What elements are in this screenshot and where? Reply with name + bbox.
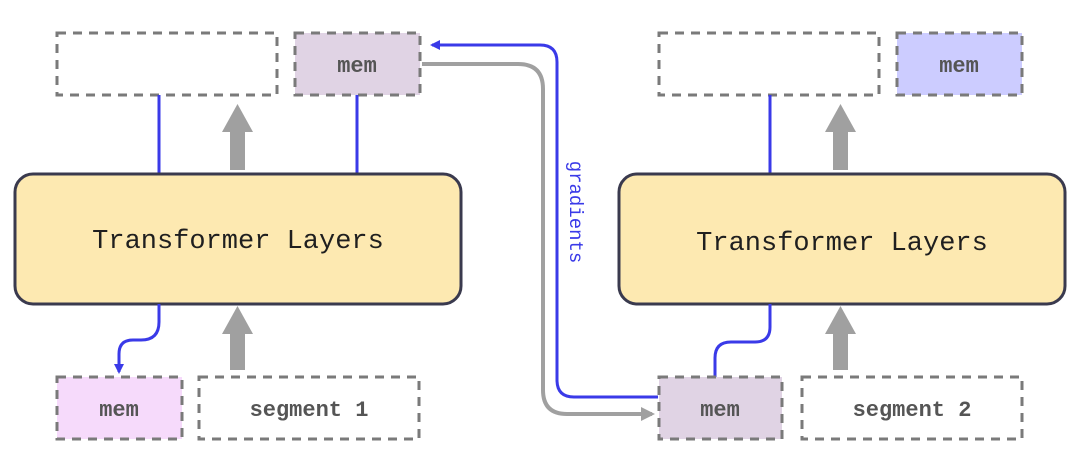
right-up-arrow-bottom [825, 306, 856, 370]
left-up-arrow-top [222, 104, 253, 170]
left-transformer-label: Transformer Layers [92, 227, 384, 257]
left-input-mem-label: mem [99, 398, 139, 423]
gradients-label: gradients [564, 161, 586, 264]
right-input-mem-label: mem [700, 398, 740, 423]
left-output-mem-label: mem [337, 54, 377, 79]
segment-2-box [800, 375, 1024, 441]
right-output-mem-label: mem [939, 54, 979, 79]
gradients-arrow [430, 40, 658, 399]
forward-mem-arrow [422, 62, 655, 421]
left-input-mem-box [55, 375, 184, 441]
right-transformer-block [617, 172, 1067, 306]
left-transformer-block [13, 172, 463, 306]
right-output-box [657, 31, 881, 97]
segment-1-box [197, 375, 421, 441]
left-blue-arrow-to-mem [114, 304, 161, 374]
right-input-mem-box [657, 375, 784, 441]
left-output-box [55, 31, 279, 97]
segment-2-label: segment 2 [853, 398, 972, 423]
right-transformer-label: Transformer Layers [696, 229, 988, 259]
left-output-mem-box [293, 31, 422, 97]
left-up-arrow-bottom [222, 306, 253, 370]
right-output-mem-box [895, 31, 1024, 97]
segment-1-label: segment 1 [250, 398, 369, 423]
right-up-arrow-top [825, 104, 856, 170]
right-blue-line-from-mem [713, 304, 772, 377]
